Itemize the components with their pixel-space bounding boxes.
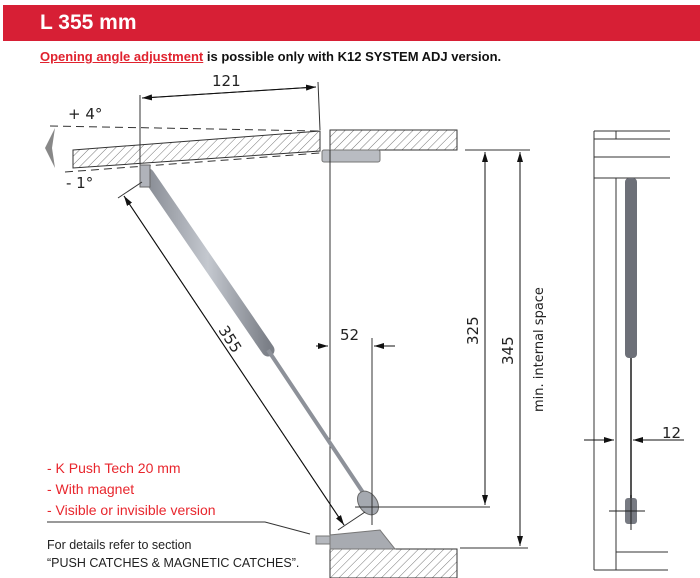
dim-52-label: 52 [340,326,359,344]
note-line-1: For details refer to section [47,538,192,552]
dim-121-label: 121 [212,72,241,90]
gas-strut-body [141,168,275,357]
top-panel [329,129,458,151]
min-internal-space-label: min. internal space [532,287,547,412]
feature-item: - Visible or invisible version [47,502,216,518]
angle-down-label: - 1° [66,174,93,192]
bottom-panel [329,548,458,578]
dim-345-label: 345 [499,336,517,365]
strut-end-fitting [357,490,379,516]
angle-up-label: + 4° [68,105,102,123]
opening-angle-link[interactable]: Opening angle adjustment [40,49,204,64]
dim-12-label: 12 [662,424,681,442]
dim-325-label: 325 [464,316,482,345]
section-header: L 355 mm [3,5,700,41]
feature-item: - With magnet [47,481,135,497]
note-line-2: “PUSH CATCHES & MAGNETIC CATCHES”. [47,556,300,570]
subtitle: Opening angle adjustment is possible onl… [40,49,501,64]
gas-strut-rod [266,348,370,502]
hinge [321,149,381,163]
feature-item: - K Push Tech 20 mm [47,460,181,476]
leader-line [47,521,311,535]
angle-down-line [64,152,321,173]
strut-bracket [139,164,151,188]
angle-arrow-icon [45,128,55,168]
extension-line [317,81,321,131]
push-catch [329,529,397,550]
section-title: L 355 mm [40,11,137,34]
lid-panel [72,130,321,169]
subtitle-text: is possible only with K12 SYSTEM ADJ ver… [203,49,502,64]
side-view [584,130,684,571]
angle-up-line [49,125,321,132]
